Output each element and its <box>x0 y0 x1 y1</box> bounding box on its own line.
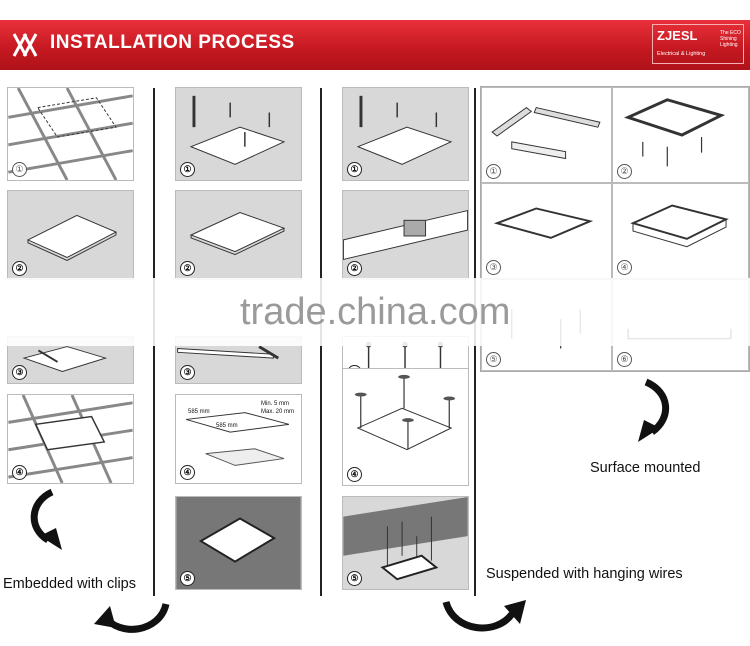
clip-icon <box>22 346 108 373</box>
brand-subtitle: Electrical & Lighting <box>657 51 706 57</box>
watermark: trade.china.com <box>0 278 750 346</box>
step-number: ④ <box>12 465 27 480</box>
suspended-step-2: ② <box>342 190 469 280</box>
step-number: ④ <box>617 260 632 275</box>
step-number: ① <box>486 164 501 179</box>
watermark-text: trade.china.com <box>240 291 511 333</box>
dim-width-a: 585 mm <box>188 409 210 415</box>
dim-width-b: 585 mm <box>216 423 238 429</box>
bracket-icon <box>343 209 468 261</box>
step-number: ⑤ <box>347 571 362 586</box>
step-number: ④ <box>347 467 362 482</box>
suspended-panel-icon <box>343 497 468 581</box>
embedded-step-2: ② <box>7 190 134 280</box>
frame-assembly-icon <box>624 98 726 167</box>
frame-icon <box>493 207 594 239</box>
suspended-caption: Suspended with hanging wires <box>486 566 683 582</box>
surface-step-2: ② <box>612 87 749 183</box>
curved-arrow-icon <box>94 602 170 633</box>
curved-arrow-icon <box>30 488 62 550</box>
step-number: ② <box>180 261 195 276</box>
dim-max: Max. 20 mm <box>261 409 295 415</box>
surface-step-1: ① <box>481 87 612 183</box>
step-number: ③ <box>12 365 27 380</box>
step-number: ① <box>12 162 27 177</box>
embedded-caption: Embedded with clips <box>3 576 136 592</box>
recessed-step-1: ① <box>175 87 302 181</box>
step-number: ③ <box>486 260 501 275</box>
x-logo-icon <box>12 33 38 57</box>
step-number: ⑥ <box>617 352 632 367</box>
surface-step-3: ③ <box>481 183 612 279</box>
panel-icon <box>189 211 286 256</box>
dimension-icon <box>186 412 289 466</box>
screwdriver-icon <box>189 95 286 165</box>
header-banner: INSTALLATION PROCESS <box>0 20 750 70</box>
installed-panel-icon <box>176 497 301 589</box>
suspended-step-5: ⑤ <box>342 496 469 590</box>
embedded-step-1: ① <box>7 87 134 181</box>
clip-icon <box>177 345 280 360</box>
curved-arrow-icon <box>442 600 526 632</box>
recessed-step-5: ⑤ <box>175 496 302 590</box>
hanging-wire-icon <box>354 374 456 451</box>
brand-name: ZJESL <box>657 28 698 43</box>
step-number: ① <box>180 162 195 177</box>
curved-arrow-icon <box>638 378 670 442</box>
step-number: ② <box>12 261 27 276</box>
page-title: INSTALLATION PROCESS <box>50 32 295 53</box>
panel-icon <box>26 214 118 261</box>
step-number: ⑤ <box>486 352 501 367</box>
ceiling-grid-icon <box>8 395 133 483</box>
ceiling-grid-icon <box>8 88 133 180</box>
step-number: ① <box>347 162 362 177</box>
surface-step-4: ④ <box>612 183 749 279</box>
step-number: ② <box>617 164 632 179</box>
recessed-step-4: 585 mm 585 mm Min. 5 mm Max. 20 mm ④ <box>175 394 302 484</box>
step-number: ② <box>347 261 362 276</box>
step-number: ④ <box>180 465 195 480</box>
frame-parts-icon <box>491 106 601 160</box>
dim-min: Min. 5 mm <box>261 401 290 407</box>
brand-tagline: The ECO Shining Lighting <box>720 30 741 48</box>
step-number: ⑤ <box>180 571 195 586</box>
step-number: ③ <box>180 365 195 380</box>
recessed-step-2: ② <box>175 190 302 280</box>
embedded-step-4: ④ <box>7 394 134 484</box>
frame-icon <box>630 204 729 248</box>
screwdriver-icon <box>356 95 453 165</box>
suspended-step-1: ① <box>342 87 469 181</box>
suspended-step-4: ④ <box>342 368 469 486</box>
brand-logo: ZJESL Electrical & Lighting The ECO Shin… <box>652 24 744 64</box>
surface-caption: Surface mounted <box>590 460 701 476</box>
